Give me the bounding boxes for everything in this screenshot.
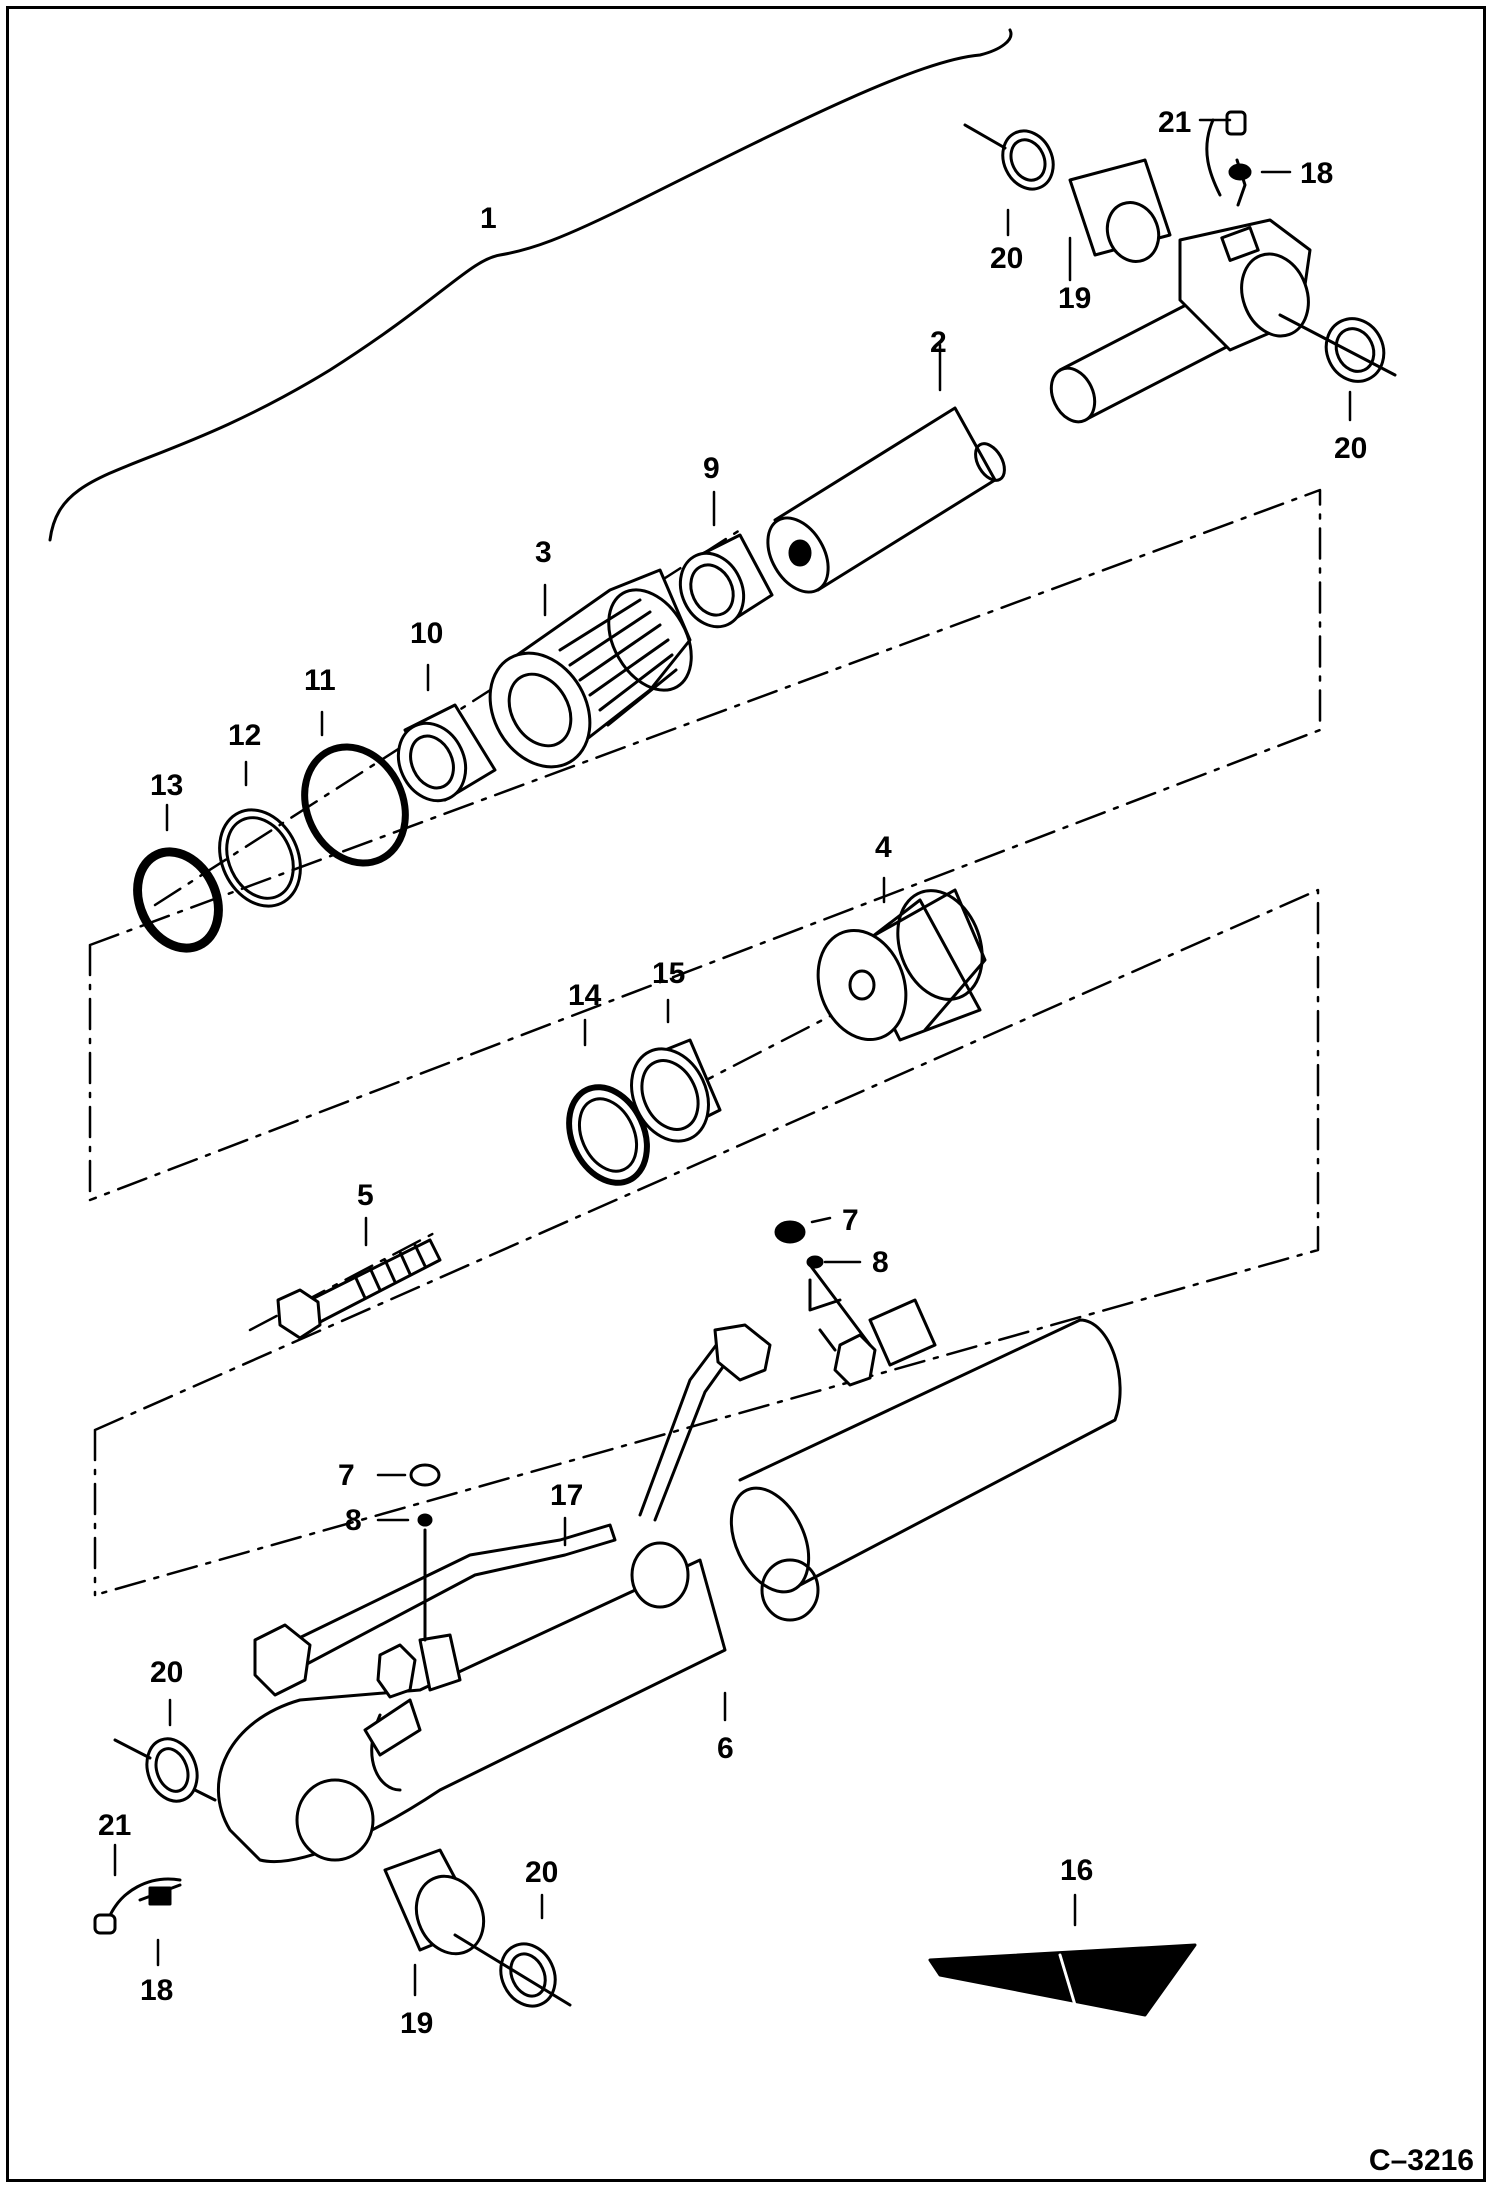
bushing-19-top bbox=[1068, 158, 1172, 263]
callout-5: 5 bbox=[357, 1179, 374, 1212]
callout-17: 17 bbox=[550, 1479, 583, 1512]
axis-bolt bbox=[248, 1228, 442, 1332]
callout-21-bottom: 21 bbox=[98, 1809, 131, 1842]
tube-icon bbox=[253, 1323, 772, 1699]
bolt-icon bbox=[276, 1238, 442, 1340]
callout-3: 3 bbox=[535, 536, 552, 569]
callout-11: 11 bbox=[304, 664, 336, 697]
callout-12: 12 bbox=[228, 719, 261, 752]
diagram-border bbox=[6, 6, 1486, 2182]
callouts: 1 2 3 4 5 6 7 8 7 8 9 10 11 12 13 14 15 … bbox=[98, 106, 1367, 2040]
callout-21-top: 21 bbox=[1158, 106, 1191, 139]
callout-18-top: 18 bbox=[1300, 157, 1333, 190]
gland-icon bbox=[488, 568, 693, 769]
piston-icon bbox=[816, 888, 987, 1042]
callout-13: 13 bbox=[150, 769, 183, 802]
callout-7-top: 7 bbox=[842, 1204, 859, 1237]
seal-20-bottom-left bbox=[113, 1737, 217, 1803]
seal-20-bottom-right bbox=[453, 1933, 572, 2008]
callout-19-top: 19 bbox=[1058, 282, 1091, 315]
assembly-brace bbox=[48, 28, 1013, 542]
seal-20-top-right bbox=[1278, 313, 1397, 383]
callout-14: 14 bbox=[568, 979, 602, 1012]
callout-18-bottom: 18 bbox=[140, 1974, 173, 2007]
callout-8-top: 8 bbox=[872, 1246, 889, 1279]
callout-16: 16 bbox=[1060, 1854, 1093, 1887]
callout-15: 15 bbox=[652, 957, 685, 990]
callout-4: 4 bbox=[875, 831, 892, 864]
seal-20-top-left bbox=[963, 123, 1055, 191]
ring-15 bbox=[630, 1038, 722, 1143]
ring-12 bbox=[218, 808, 302, 908]
rod-icon bbox=[766, 406, 1006, 594]
callout-9: 9 bbox=[703, 452, 720, 485]
callout-10: 10 bbox=[410, 617, 443, 650]
ring-9 bbox=[678, 533, 774, 629]
grease-fitting-top bbox=[1205, 110, 1252, 207]
callout-8-bottom: 8 bbox=[345, 1504, 362, 1537]
rod-eye-icon bbox=[1049, 218, 1312, 424]
grease-fitting-bottom bbox=[93, 1877, 182, 1935]
ring-14 bbox=[566, 1084, 650, 1186]
callout-2: 2 bbox=[930, 326, 947, 359]
figure-code: C–3216 bbox=[1368, 2144, 1474, 2177]
callout-20-top-right: 20 bbox=[1334, 432, 1367, 465]
plug-7-bottom bbox=[409, 1463, 441, 1642]
barrel-icon bbox=[216, 1278, 1122, 1863]
alignment-line-lower bbox=[93, 888, 1320, 1597]
ring-13 bbox=[133, 847, 223, 953]
seal-kit-icon bbox=[928, 1943, 1197, 2017]
callout-19-bottom: 19 bbox=[400, 2007, 433, 2040]
callout-7-bottom: 7 bbox=[338, 1459, 355, 1492]
o-ring-11 bbox=[301, 743, 409, 867]
callout-20-top-left: 20 bbox=[990, 242, 1023, 275]
alignment-line-upper bbox=[88, 488, 1322, 1202]
callout-6: 6 bbox=[717, 1732, 734, 1765]
bushing-19-bottom bbox=[383, 1848, 486, 1956]
callout-20-bottom-right: 20 bbox=[525, 1856, 558, 1889]
callout-1: 1 bbox=[480, 202, 497, 235]
ring-10 bbox=[396, 703, 497, 803]
callout-20-bottom-left: 20 bbox=[150, 1656, 183, 1689]
plug-7-top bbox=[774, 1220, 872, 1347]
